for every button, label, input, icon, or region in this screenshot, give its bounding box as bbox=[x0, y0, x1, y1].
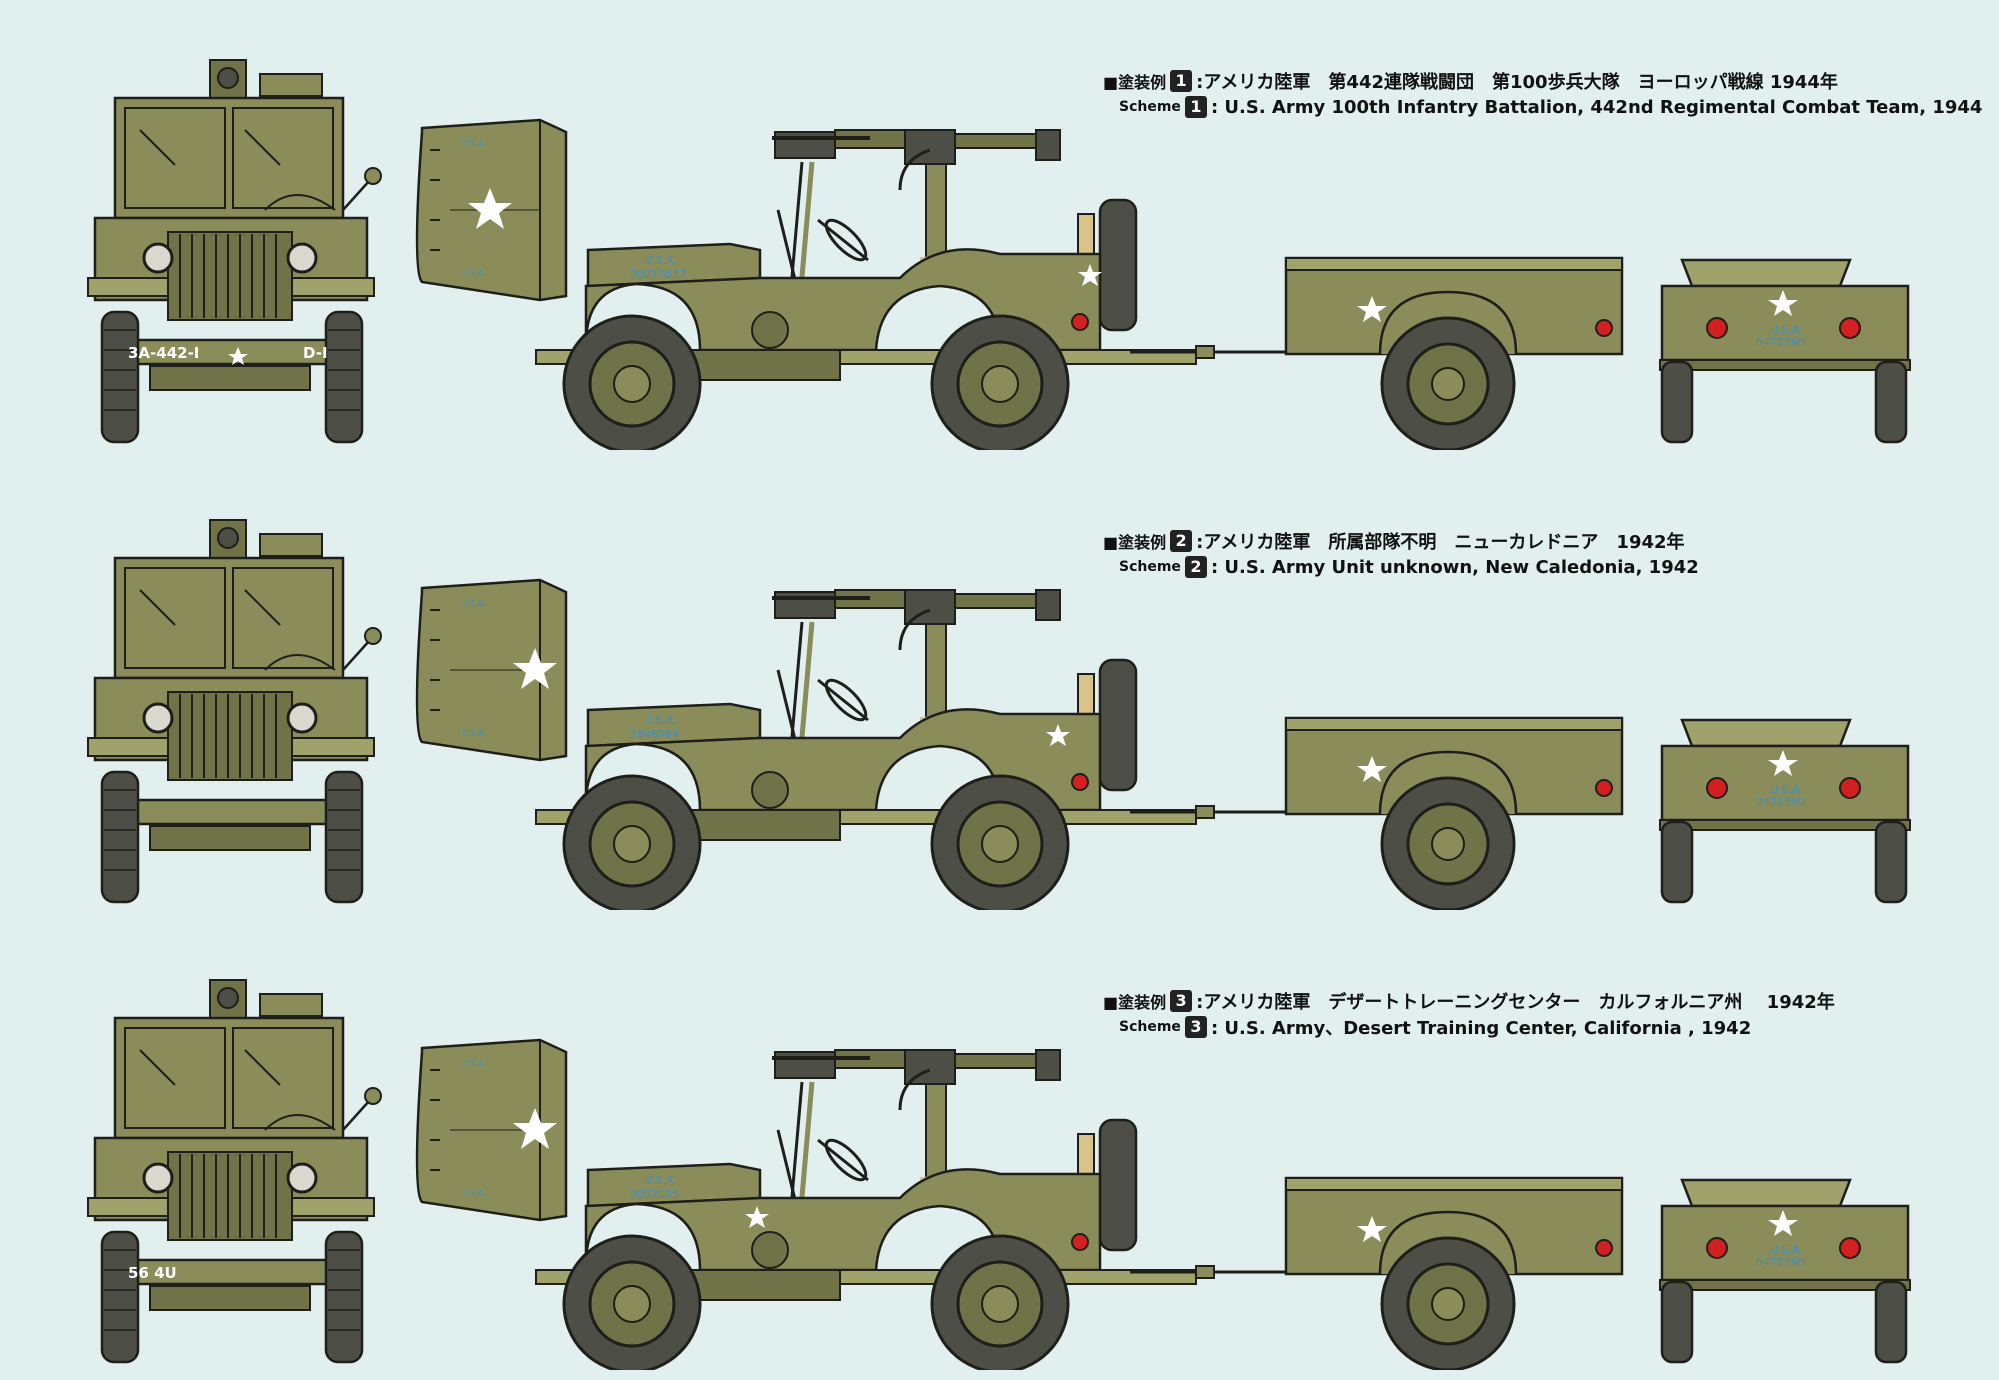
scheme-en-label: Scheme bbox=[1119, 559, 1181, 575]
jeep-side-view: U.S.A. 2082035 bbox=[535, 1049, 1290, 1370]
front-star-icon bbox=[228, 347, 248, 365]
scheme-row: U.S.A. U.S.A. bbox=[0, 510, 1999, 910]
scheme-jp-label: ■塗装例 bbox=[1103, 993, 1167, 1012]
scheme-number-badge-en: 3 bbox=[1184, 1016, 1207, 1038]
scheme-number-badge: 1 bbox=[1170, 70, 1193, 92]
trailer-usa: U.S.A. bbox=[1770, 783, 1803, 796]
panel-usa-text: U.S.A. bbox=[462, 1059, 486, 1068]
scheme-en-text: : U.S. Army 100th Infantry Battalion, 44… bbox=[1210, 96, 1983, 118]
caption-jp-line: ■塗装例 1 :アメリカ陸軍 第442連隊戦闘団 第100歩兵大隊 ヨーロッパ戦… bbox=[1103, 68, 1982, 94]
hood-serial: 2082035 bbox=[630, 1188, 679, 1201]
side-star-icon bbox=[1078, 264, 1102, 286]
front-plate-left: 3A-442-I bbox=[128, 344, 199, 362]
panel-usa-text: U.S.A. bbox=[462, 599, 486, 608]
scheme-en-label: Scheme bbox=[1119, 99, 1181, 115]
scheme-number-badge: 3 bbox=[1170, 990, 1193, 1012]
side-star-icon bbox=[1046, 724, 1070, 746]
vehicle-profile-art: U.S.A. U.S.A. bbox=[87, 519, 1911, 910]
jeep-front-wheel bbox=[562, 774, 702, 910]
jeep-side-view: U.S.A. 20217017 bbox=[535, 129, 1290, 450]
scheme-jp-text: :アメリカ陸軍 第442連隊戦闘団 第100歩兵大隊 ヨーロッパ戦線 1944年 bbox=[1196, 72, 1838, 93]
scheme-caption: ■塗装例 2 :アメリカ陸軍 所属部隊不明 ニューカレドニア 1942年 Sch… bbox=[1103, 528, 1699, 580]
caption-jp-line: ■塗装例 2 :アメリカ陸軍 所属部隊不明 ニューカレドニア 1942年 bbox=[1103, 528, 1699, 554]
trailer-star-icon bbox=[1357, 756, 1387, 782]
jeep-hood-panel: U.S.A. U.S.A. bbox=[415, 118, 568, 302]
trailer-star-icon bbox=[1357, 296, 1387, 322]
scheme-jp-text: :アメリカ陸軍 所属部隊不明 ニューカレドニア 1942年 bbox=[1196, 532, 1685, 553]
panel-usa-text-lower: U.S.A. bbox=[462, 1189, 486, 1198]
front-plate-right: D-I bbox=[303, 344, 328, 362]
scheme-caption: ■塗装例 3 :アメリカ陸軍 デザートトレーニングセンター カルフォルニア州 1… bbox=[1103, 988, 1835, 1040]
scheme-number-badge-en: 1 bbox=[1184, 96, 1207, 118]
jeep-hood-panel: U.S.A. U.S.A. bbox=[415, 1038, 568, 1222]
scheme-jp-text: :アメリカ陸軍 デザートトレーニングセンター カルフォルニア州 1942年 bbox=[1196, 992, 1835, 1013]
hood-usa: U.S.A. bbox=[644, 254, 677, 267]
caption-en-line: Scheme 1 : U.S. Army 100th Infantry Batt… bbox=[1103, 94, 1982, 120]
trailer-rear-view: U.S.A. 0471890 bbox=[1659, 258, 1911, 444]
caption-en-line: Scheme 2 : U.S. Army Unit unknown, New C… bbox=[1103, 554, 1699, 580]
trailer-usa: U.S.A. bbox=[1770, 323, 1803, 336]
scheme-number-badge: 2 bbox=[1170, 530, 1193, 552]
trailer-rear-star-icon bbox=[1768, 290, 1798, 316]
trailer-rear-star-icon bbox=[1768, 750, 1798, 776]
jeep-front-wheel bbox=[562, 314, 702, 450]
jeep-rear-wheel bbox=[930, 774, 1070, 910]
scheme-jp-label: ■塗装例 bbox=[1103, 533, 1167, 552]
scheme-caption: ■塗装例 1 :アメリカ陸軍 第442連隊戦闘団 第100歩兵大隊 ヨーロッパ戦… bbox=[1103, 68, 1982, 120]
panel-star-icon bbox=[513, 648, 557, 689]
scheme-en-label: Scheme bbox=[1119, 1019, 1181, 1035]
jeep-front-view: 56 4U bbox=[87, 979, 382, 1364]
trailer-serial: 0471890 bbox=[1756, 1256, 1805, 1269]
side-star-icon bbox=[745, 1206, 769, 1228]
panel-star-icon bbox=[513, 1108, 557, 1149]
vehicle-profile-art: 3A-442-I D-I U.S.A. U.S.A. bbox=[87, 59, 1911, 450]
scheme-en-text: : U.S. Army、Desert Training Center, Cali… bbox=[1210, 1018, 1752, 1039]
hood-usa: U.S.A. bbox=[644, 1174, 677, 1187]
trailer-serial: 0471890 bbox=[1756, 336, 1805, 349]
vehicle-profile-art: 56 4U U.S.A. U.S.A. bbox=[87, 979, 1911, 1370]
trailer-rear-view: U.S.A. 0471890 bbox=[1659, 1178, 1911, 1364]
panel-usa-text: U.S.A. bbox=[462, 139, 486, 148]
trailer-star-icon bbox=[1357, 1216, 1387, 1242]
hood-serial: 2046964 bbox=[630, 728, 679, 741]
caption-jp-line: ■塗装例 3 :アメリカ陸軍 デザートトレーニングセンター カルフォルニア州 1… bbox=[1103, 988, 1835, 1014]
hood-usa: U.S.A. bbox=[644, 714, 677, 727]
jeep-front-view: 3A-442-I D-I bbox=[87, 59, 382, 444]
trailer-rear-star-icon bbox=[1768, 1210, 1798, 1236]
scheme-number-badge-en: 2 bbox=[1184, 556, 1207, 578]
panel-usa-text-lower: U.S.A. bbox=[462, 269, 486, 278]
jeep-front-view bbox=[87, 519, 382, 904]
trailer-side-view bbox=[1284, 256, 1624, 450]
jeep-rear-wheel bbox=[930, 1234, 1070, 1370]
front-plate-left: 56 4U bbox=[128, 1264, 177, 1282]
trailer-usa: U.S.A. bbox=[1770, 1243, 1803, 1256]
panel-usa-text-lower: U.S.A. bbox=[462, 729, 486, 738]
trailer-side-view bbox=[1284, 716, 1624, 910]
trailer-serial: 0471890 bbox=[1756, 796, 1805, 809]
trailer-side-view bbox=[1284, 1176, 1624, 1370]
jeep-hood-panel: U.S.A. U.S.A. bbox=[415, 578, 568, 762]
caption-en-line: Scheme 3 : U.S. Army、Desert Training Cen… bbox=[1103, 1014, 1835, 1040]
jeep-side-view: U.S.A. 2046964 bbox=[535, 589, 1290, 910]
scheme-row: 56 4U U.S.A. U.S.A. bbox=[0, 970, 1999, 1370]
trailer-rear-view: U.S.A. 0471890 bbox=[1659, 718, 1911, 904]
jeep-rear-wheel bbox=[930, 314, 1070, 450]
jeep-front-wheel bbox=[562, 1234, 702, 1370]
scheme-jp-label: ■塗装例 bbox=[1103, 73, 1167, 92]
scheme-en-text: : U.S. Army Unit unknown, New Caledonia,… bbox=[1210, 556, 1699, 578]
hood-serial: 20217017 bbox=[630, 268, 686, 281]
panel-star-icon bbox=[468, 188, 512, 229]
scheme-row: 3A-442-I D-I U.S.A. U.S.A. bbox=[0, 50, 1999, 450]
